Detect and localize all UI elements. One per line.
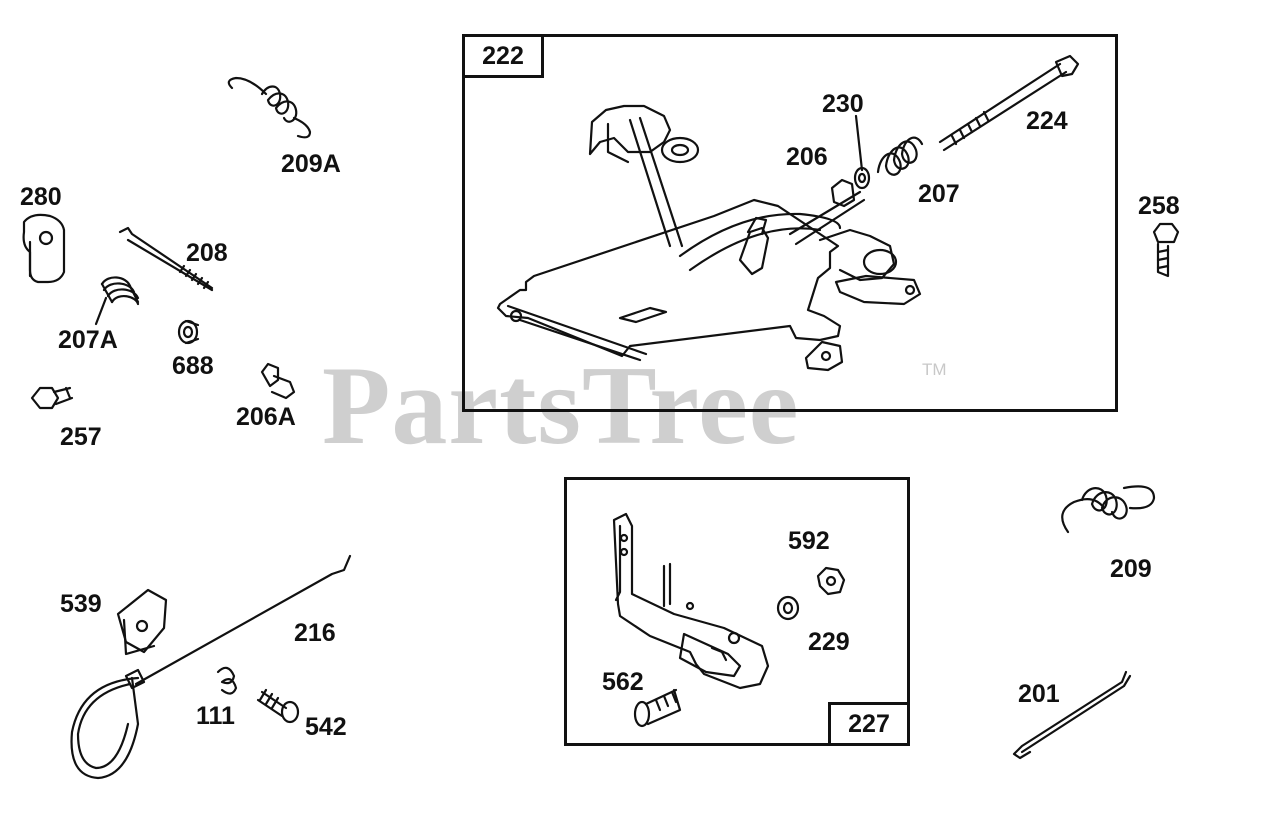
callout-229: 229 [808, 628, 850, 656]
clip-111-drawing [216, 666, 238, 695]
screw-258-drawing [1152, 222, 1180, 278]
link-280-drawing [22, 213, 66, 284]
callout-592: 592 [788, 527, 830, 555]
bushing-688-drawing [177, 319, 200, 345]
callout-280: 280 [20, 183, 62, 211]
callout-688: 688 [172, 352, 214, 380]
washer-230-drawing [853, 114, 871, 190]
callout-208: 208 [186, 239, 228, 267]
washer-229-drawing [776, 595, 800, 621]
spring-209a-drawing [227, 76, 312, 139]
box-227-label: 227 [828, 702, 910, 746]
control-bracket-drawing [496, 104, 922, 372]
callout-230: 230 [822, 90, 864, 118]
callout-539: 539 [60, 590, 102, 618]
callout-542: 542 [305, 713, 347, 741]
link-201-drawing [1012, 670, 1132, 760]
spring-207-drawing [876, 136, 924, 176]
trademark-mark: TM [922, 360, 947, 379]
spring-209-drawing [1061, 485, 1156, 534]
callout-562: 562 [602, 668, 644, 696]
link-216-drawing [70, 554, 352, 780]
callout-257: 257 [60, 423, 102, 451]
screw-224-drawing [938, 54, 1080, 152]
box-222-frame [462, 34, 1118, 412]
nut-206-drawing [830, 178, 856, 208]
watermark-text: PartsTree [322, 344, 800, 468]
callout-224: 224 [1026, 107, 1068, 135]
box-227-frame [564, 477, 910, 746]
callout-209a: 209A [281, 150, 341, 178]
callout-207a: 207A [58, 326, 118, 354]
screw-206a-drawing [260, 362, 296, 400]
spring-207a-drawing [94, 276, 140, 326]
screw-542-drawing [256, 688, 300, 724]
callout-111: 111 [196, 702, 235, 730]
box-222-label: 222 [462, 34, 544, 78]
callout-216: 216 [294, 619, 336, 647]
callout-206: 206 [786, 143, 828, 171]
rod-208-drawing [118, 226, 214, 292]
callout-207: 207 [918, 180, 960, 208]
callout-206a: 206A [236, 403, 296, 431]
callout-258: 258 [1138, 192, 1180, 220]
callout-201: 201 [1018, 680, 1060, 708]
screw-257-drawing [30, 386, 74, 410]
clip-539-drawing [116, 588, 168, 656]
lever-assembly-drawing [612, 512, 770, 690]
screw-562-drawing [633, 688, 682, 728]
nut-592-drawing [816, 566, 846, 596]
callout-209: 209 [1110, 555, 1152, 583]
